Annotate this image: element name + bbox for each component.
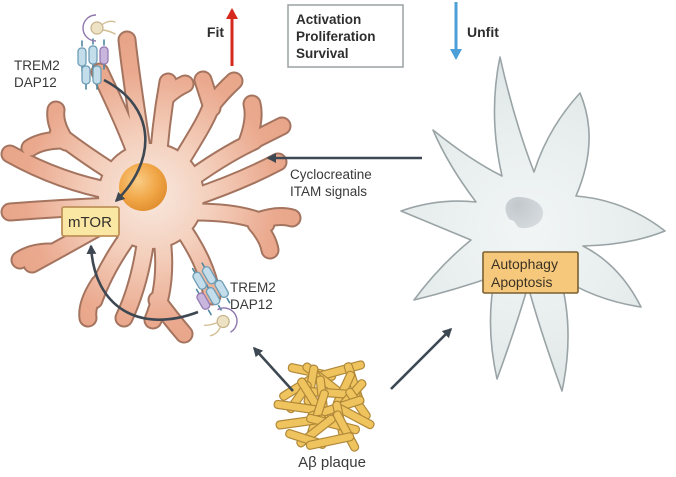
unfit-label: Unfit — [467, 24, 499, 40]
fate-box-line2: Apoptosis — [491, 274, 552, 290]
outcome-line2: Proliferation — [296, 29, 376, 44]
unfit-cell-nucleus — [505, 196, 544, 229]
outcome-line3: Survival — [296, 46, 349, 61]
plaque-label: Aβ plaque — [298, 454, 366, 471]
mtor-label: mTOR — [68, 214, 112, 231]
amyloid-plaque — [273, 360, 375, 452]
outcome-line1: Activation — [296, 12, 361, 27]
fibril — [305, 432, 355, 450]
fate-box — [482, 251, 579, 294]
fit-label: Fit — [207, 24, 224, 40]
outcome-box — [287, 4, 404, 68]
mtor-box — [61, 206, 120, 237]
receptor-top-label-line1: TREM2 — [14, 58, 60, 73]
fate-box-line1: Autophagy — [491, 256, 558, 272]
signal-label-line1: Cyclocreatine — [290, 167, 372, 182]
unfit-microglia-cell: Autophagy Apoptosis — [400, 56, 666, 392]
receptor-bottom-label-line1: TREM2 — [230, 280, 276, 295]
plaque-to-unfit-arrow — [390, 327, 453, 390]
receptor-top-label-line2: DAP12 — [14, 75, 57, 90]
bottom-receptor-to-mtor-arrow — [86, 244, 199, 321]
signal-label-line2: ITAM signals — [290, 184, 367, 199]
receptor-bottom-label-line2: DAP12 — [230, 297, 273, 312]
fibril — [332, 410, 360, 452]
fit-microglia-cell: mTOR — [10, 14, 292, 342]
fit-cell-nucleus — [119, 163, 167, 211]
receptor-to-mtor-arrow — [103, 78, 147, 203]
plaque-to-fit-arrow — [252, 346, 294, 392]
